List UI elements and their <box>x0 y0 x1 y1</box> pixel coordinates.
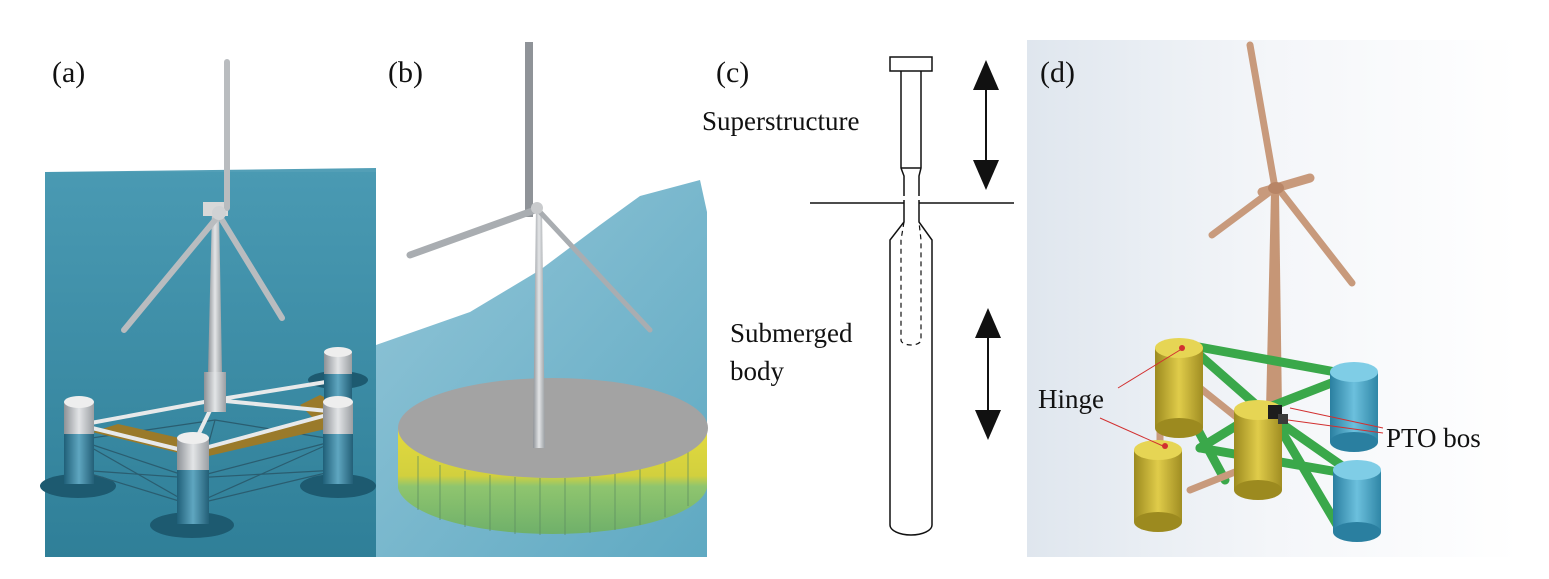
submerged-label-line2: body <box>730 356 785 386</box>
hinge-label: Hinge <box>1038 384 1104 414</box>
submerged-label-line1: Submerged <box>730 318 853 348</box>
panel-d <box>1027 40 1519 557</box>
column-right <box>323 396 353 484</box>
column-shadow <box>150 512 234 538</box>
submerged-body <box>889 200 933 536</box>
superstructure-column <box>900 71 922 196</box>
pto-leader-lines <box>1287 407 1384 434</box>
pto-box <box>1278 414 1288 424</box>
mast-top <box>525 42 533 217</box>
float-yellow-bottom <box>1134 440 1182 532</box>
column-shadow <box>40 474 116 498</box>
float-blue-bottom <box>1333 460 1381 542</box>
superstructure-label: Superstructure <box>702 106 859 136</box>
rotor-blades <box>406 206 653 333</box>
float-yellow-top <box>1155 338 1203 438</box>
panel-c-label: (c) <box>716 56 749 89</box>
platform-deck <box>398 378 708 478</box>
hub <box>1268 182 1284 194</box>
pontoon <box>200 418 330 458</box>
panel-c <box>810 56 1014 536</box>
central-column <box>204 372 226 412</box>
column-shadow <box>300 474 376 498</box>
panel-a-label: (a) <box>52 56 85 89</box>
hinge-leader-lines <box>1099 349 1181 447</box>
tower <box>208 210 222 372</box>
rotor-blades <box>121 59 285 333</box>
submerged-body-inner <box>900 221 922 346</box>
deck-beams <box>79 378 340 454</box>
column-front <box>177 432 209 524</box>
hub <box>212 206 226 220</box>
tower <box>533 205 545 448</box>
panel-d-label: (d) <box>1040 56 1075 89</box>
submerged-motion-arrow <box>975 308 1001 440</box>
hub <box>531 202 543 214</box>
panel-b-label: (b) <box>388 56 423 89</box>
panel-b <box>376 42 708 557</box>
superstructure-motion-arrow <box>973 60 999 190</box>
hinge-marker <box>1162 443 1168 449</box>
float-blue-top <box>1330 362 1378 452</box>
superstructure-cap <box>889 56 933 72</box>
panel-a <box>40 59 376 557</box>
platform-panels <box>417 452 689 535</box>
hinge-marker <box>1179 345 1185 351</box>
pto-label: PTO bos <box>1386 423 1481 453</box>
column-left <box>64 396 94 484</box>
